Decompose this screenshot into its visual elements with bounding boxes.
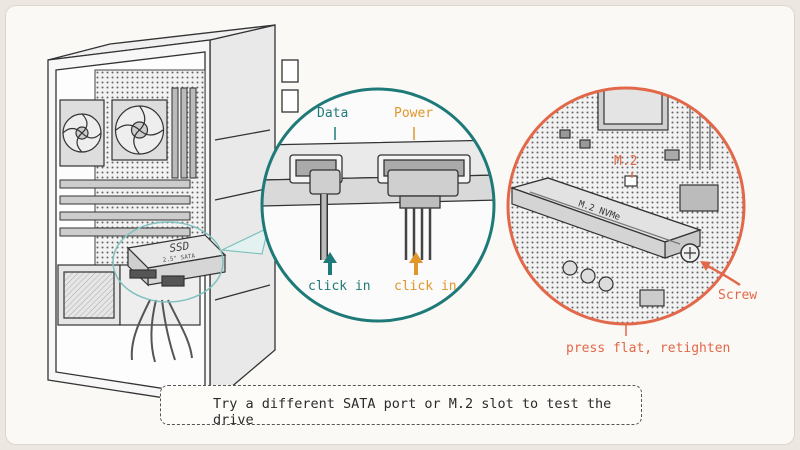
ssd-highlight [112, 221, 224, 303]
screw-arrow-icon [700, 261, 741, 287]
m2-slot-marker [624, 175, 638, 187]
screw-label: Screw [718, 288, 758, 303]
m2-callout [506, 86, 746, 336]
power-arrow-icon [409, 252, 423, 275]
ssd-sub: 2.5" SATA [162, 252, 196, 264]
data-action-label: click in [308, 279, 371, 294]
m2-instruction: press flat, retighten [566, 341, 731, 356]
cables [130, 299, 193, 363]
power-supply [57, 264, 201, 326]
ram-sticks [171, 87, 197, 179]
ssd-label: SSD [169, 239, 191, 255]
ssd-drive [126, 234, 227, 287]
cpu-fan [111, 99, 168, 161]
power-action-label: click in [394, 279, 457, 294]
exhaust-fan [59, 99, 105, 167]
data-arrow-icon [323, 252, 337, 275]
tip-text: Try a different SATA port or M.2 slot to… [213, 396, 612, 428]
sata-callout-ring [260, 87, 496, 323]
power-label: Power [394, 106, 434, 121]
data-label: Data [317, 106, 349, 121]
callout-pointer [219, 226, 269, 255]
tip-box: Try a different SATA port or M.2 slot to… [160, 385, 642, 428]
expansion-slots [59, 179, 191, 237]
m2-slot-label: M.2 [614, 154, 638, 169]
sata-callout [260, 87, 496, 323]
